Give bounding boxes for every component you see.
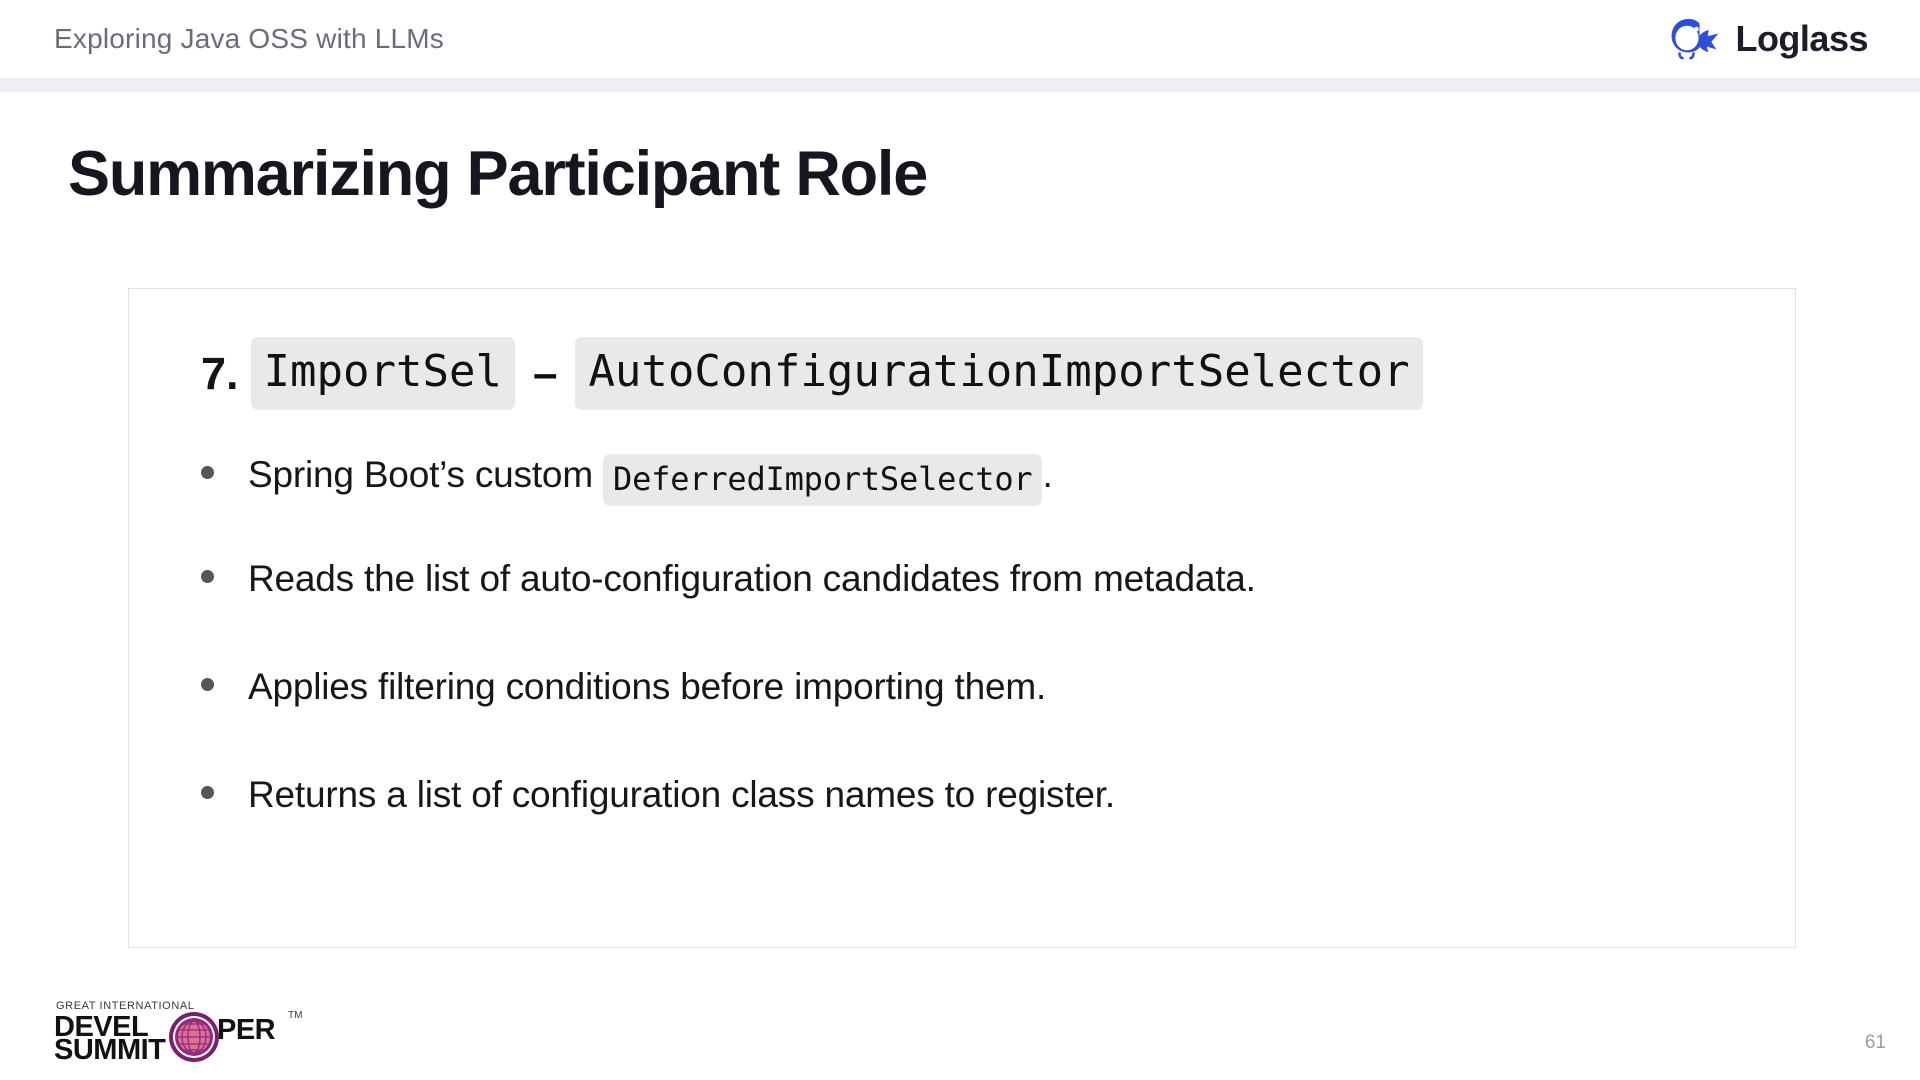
code-chip-auto-configuration-import-selector: AutoConfigurationImportSelector [575,337,1423,410]
item-heading: 7. ImportSel – AutoConfigurationImportSe… [201,337,1423,410]
code-chip-import-sel: ImportSel [250,337,515,410]
trademark-mark: TM [288,1010,302,1021]
list-item: Reads the list of auto-configuration can… [201,558,1761,667]
whale-icon [1669,17,1725,61]
bullet-list: Spring Boot’s custom DeferredImportSelec… [201,451,1761,883]
bullet-text: Returns a list of configuration class na… [248,774,1115,815]
heading-dash: – [532,348,558,398]
summit-devel: DEVEL [54,1011,148,1043]
bullet-text: Applies filtering conditions before impo… [248,666,1047,707]
globe-icon [169,1012,219,1062]
header-title: Exploring Java OSS with LLMs [54,23,444,54]
great-international-developer-summit-logo: GREAT INTERNATIONAL DEVEL SUMMIT PER TM [52,996,322,1066]
summit-summit: SUMMIT [54,1034,166,1062]
bullet-dot-icon [201,786,214,799]
loglass-wordmark: Loglass [1735,18,1868,59]
code-chip-deferred-import-selector: DeferredImportSelector [603,454,1043,506]
loglass-logo: Loglass [1669,17,1868,61]
bullet-text-after: . [1042,454,1053,495]
bullet-dot-icon [201,678,214,691]
content-card: 7. ImportSel – AutoConfigurationImportSe… [128,288,1796,948]
page-title: Summarizing Participant Role [68,139,928,209]
bullet-text: Reads the list of auto-configuration can… [248,558,1256,599]
bullet-dot-icon [201,466,214,479]
bullet-text: Spring Boot’s custom DeferredImportSelec… [248,451,1053,506]
summit-per: PER [217,1014,276,1046]
list-item: Returns a list of configuration class na… [201,774,1761,883]
bullet-text-before: Spring Boot’s custom [248,454,604,495]
bullet-dot-icon [201,570,214,583]
page-number: 61 [1864,1032,1886,1053]
list-item: Spring Boot’s custom DeferredImportSelec… [201,451,1761,559]
item-number: 7. [201,348,239,399]
summit-tagline: GREAT INTERNATIONAL [56,1000,195,1012]
slide-header: Exploring Java OSS with LLMs Loglass [0,0,1920,78]
list-item: Applies filtering conditions before impo… [201,666,1761,775]
header-divider-band [0,78,1920,92]
